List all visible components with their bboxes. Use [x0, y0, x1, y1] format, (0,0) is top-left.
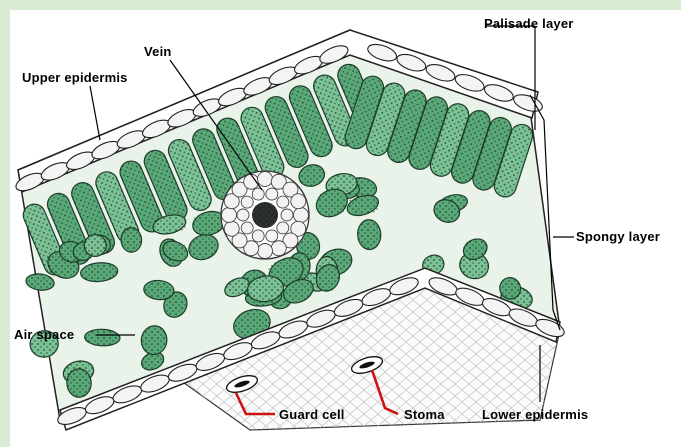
upper-epidermis-label: Upper epidermis: [22, 70, 128, 85]
spongy-cell-texture: [153, 216, 186, 234]
vein-cell: [281, 209, 293, 221]
vein-cell: [252, 188, 264, 200]
vein-cell: [291, 194, 306, 209]
spongy-cell-texture: [299, 165, 325, 186]
spongy-cell-texture: [347, 196, 379, 214]
spongy-cell-texture: [434, 200, 460, 222]
spongy-cell-texture: [162, 242, 188, 260]
vein-cell: [266, 188, 278, 200]
vein-cell: [266, 230, 278, 242]
vein-cell: [294, 208, 309, 223]
spongy-cell-texture: [26, 274, 54, 290]
spongy-cell-texture: [67, 369, 91, 397]
upper-epidermis-leader: [90, 86, 100, 140]
spongy-cell-texture: [317, 264, 339, 291]
spongy-cell-texture: [141, 353, 164, 370]
spongy-cell-texture: [283, 281, 314, 302]
vein-cell: [277, 196, 289, 208]
spongy-cell-texture: [316, 190, 348, 216]
vein-cell: [222, 208, 237, 223]
spongy-layer-label: Spongy layer: [576, 229, 660, 244]
spongy-cell-texture: [141, 326, 166, 355]
palisade-layer-label: Palisade layer: [484, 16, 574, 31]
vein-label: Vein: [144, 44, 172, 59]
vein-cell: [237, 209, 249, 221]
vein-cell: [241, 196, 253, 208]
spongy-cell-texture: [358, 220, 381, 250]
spongy-cell-texture: [144, 281, 174, 300]
air-space-label: Air space: [14, 327, 74, 342]
spongy-cell-texture: [247, 276, 283, 301]
vein-cell: [258, 244, 273, 259]
lower-epidermis-label: Lower epidermis: [482, 407, 588, 422]
stoma-label: Stoma: [404, 407, 445, 422]
vein-cell: [224, 221, 239, 236]
spongy-cell-texture: [121, 228, 142, 252]
vein-cell: [252, 230, 264, 242]
guard-cell-label: Guard cell: [279, 407, 345, 422]
vein: [221, 171, 309, 259]
vein-cell: [241, 222, 253, 234]
spongy-cell-texture: [500, 278, 521, 299]
vein-cell: [258, 172, 273, 187]
spongy-cell-texture: [463, 240, 487, 259]
vein-cell: [271, 241, 286, 256]
spongy-cell-texture: [81, 263, 118, 282]
vein-cell: [277, 222, 289, 234]
spongy-cell-texture: [84, 235, 106, 257]
spongy-cell-texture: [224, 279, 250, 295]
spongy-cell-texture: [188, 235, 218, 259]
spongy-cell-texture: [85, 329, 120, 345]
